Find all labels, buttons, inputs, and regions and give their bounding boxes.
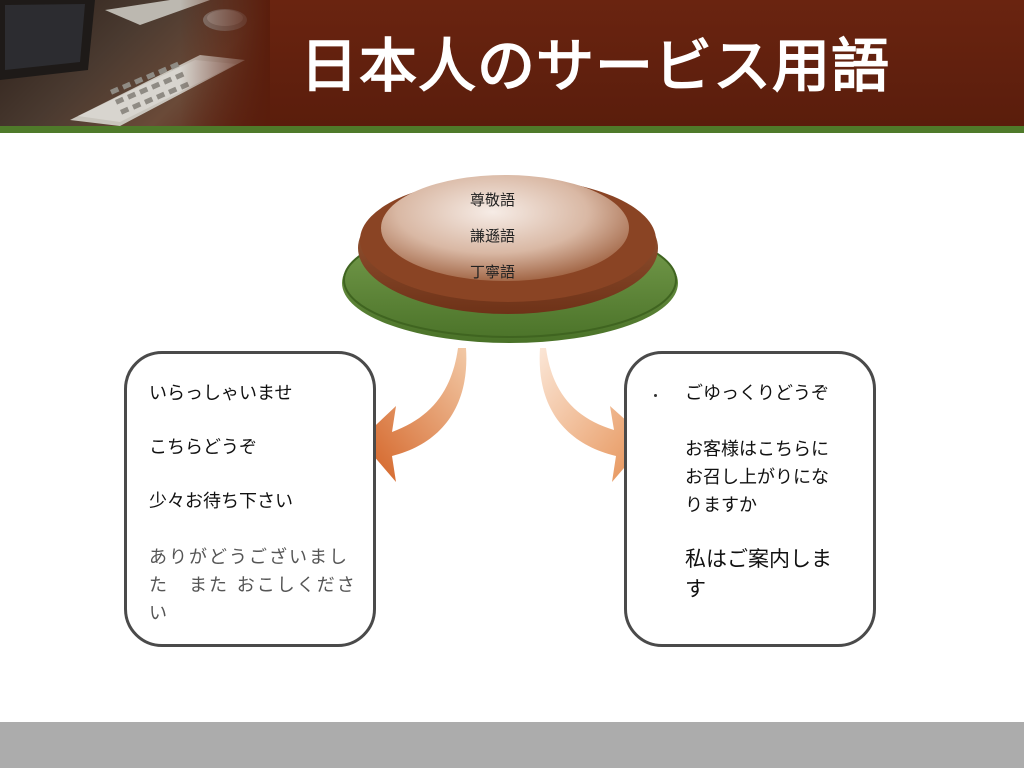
right-phrase-list: ごゆっくりどうぞ お客様はこちらにお召し上がりになりますか 私はご案内します — [685, 380, 845, 632]
disc-label-teineigo: 丁寧語 — [469, 263, 515, 281]
slide-footer — [0, 722, 1024, 768]
photo-fade — [180, 0, 270, 126]
slide-header: 日本人のサービス用語 — [0, 0, 1024, 126]
phrase-arigatou: ありがどうございました また おこしください — [149, 547, 357, 624]
right-phrase-box: ごゆっくりどうぞ お客様はこちらにお召し上がりになりますか 私はご案内します — [624, 351, 876, 647]
disc-labels: 尊敬語 謙遜語 丁寧語 — [420, 187, 565, 295]
bullet-dot-icon — [654, 394, 657, 397]
disc-label-sonkeigo: 尊敬語 — [469, 191, 515, 209]
disc-label-kenjougo: 謙遜語 — [469, 227, 515, 245]
phrase-kochira-douzo: こちらどうぞ — [149, 437, 257, 458]
right-arrow-shape — [539, 348, 648, 482]
left-phrase-list: いらっしゃいませ こちらどうぞ 少々お待ち下さい ありがどうございました また … — [149, 382, 361, 628]
slide-title: 日本人のサービス用語 — [300, 32, 891, 100]
phrase-goannai: 私はご案内します — [685, 547, 832, 601]
phrase-irasshaimase: いらっしゃいませ — [149, 383, 293, 404]
left-phrase-box: いらっしゃいませ こちらどうぞ 少々お待ち下さい ありがどうございました また … — [124, 351, 376, 647]
left-arrow-shape — [360, 348, 467, 482]
disc-top-face — [381, 175, 629, 281]
header-accent-stripe — [0, 126, 1024, 133]
phrase-shoushou-omachi: 少々お待ち下さい — [149, 491, 293, 512]
computer-keyboard-photo — [0, 0, 270, 126]
phrase-okyakusama: お客様はこちらにお召し上がりになりますか — [685, 439, 829, 516]
phrase-goyukkuri: ごゆっくりどうぞ — [685, 383, 829, 404]
